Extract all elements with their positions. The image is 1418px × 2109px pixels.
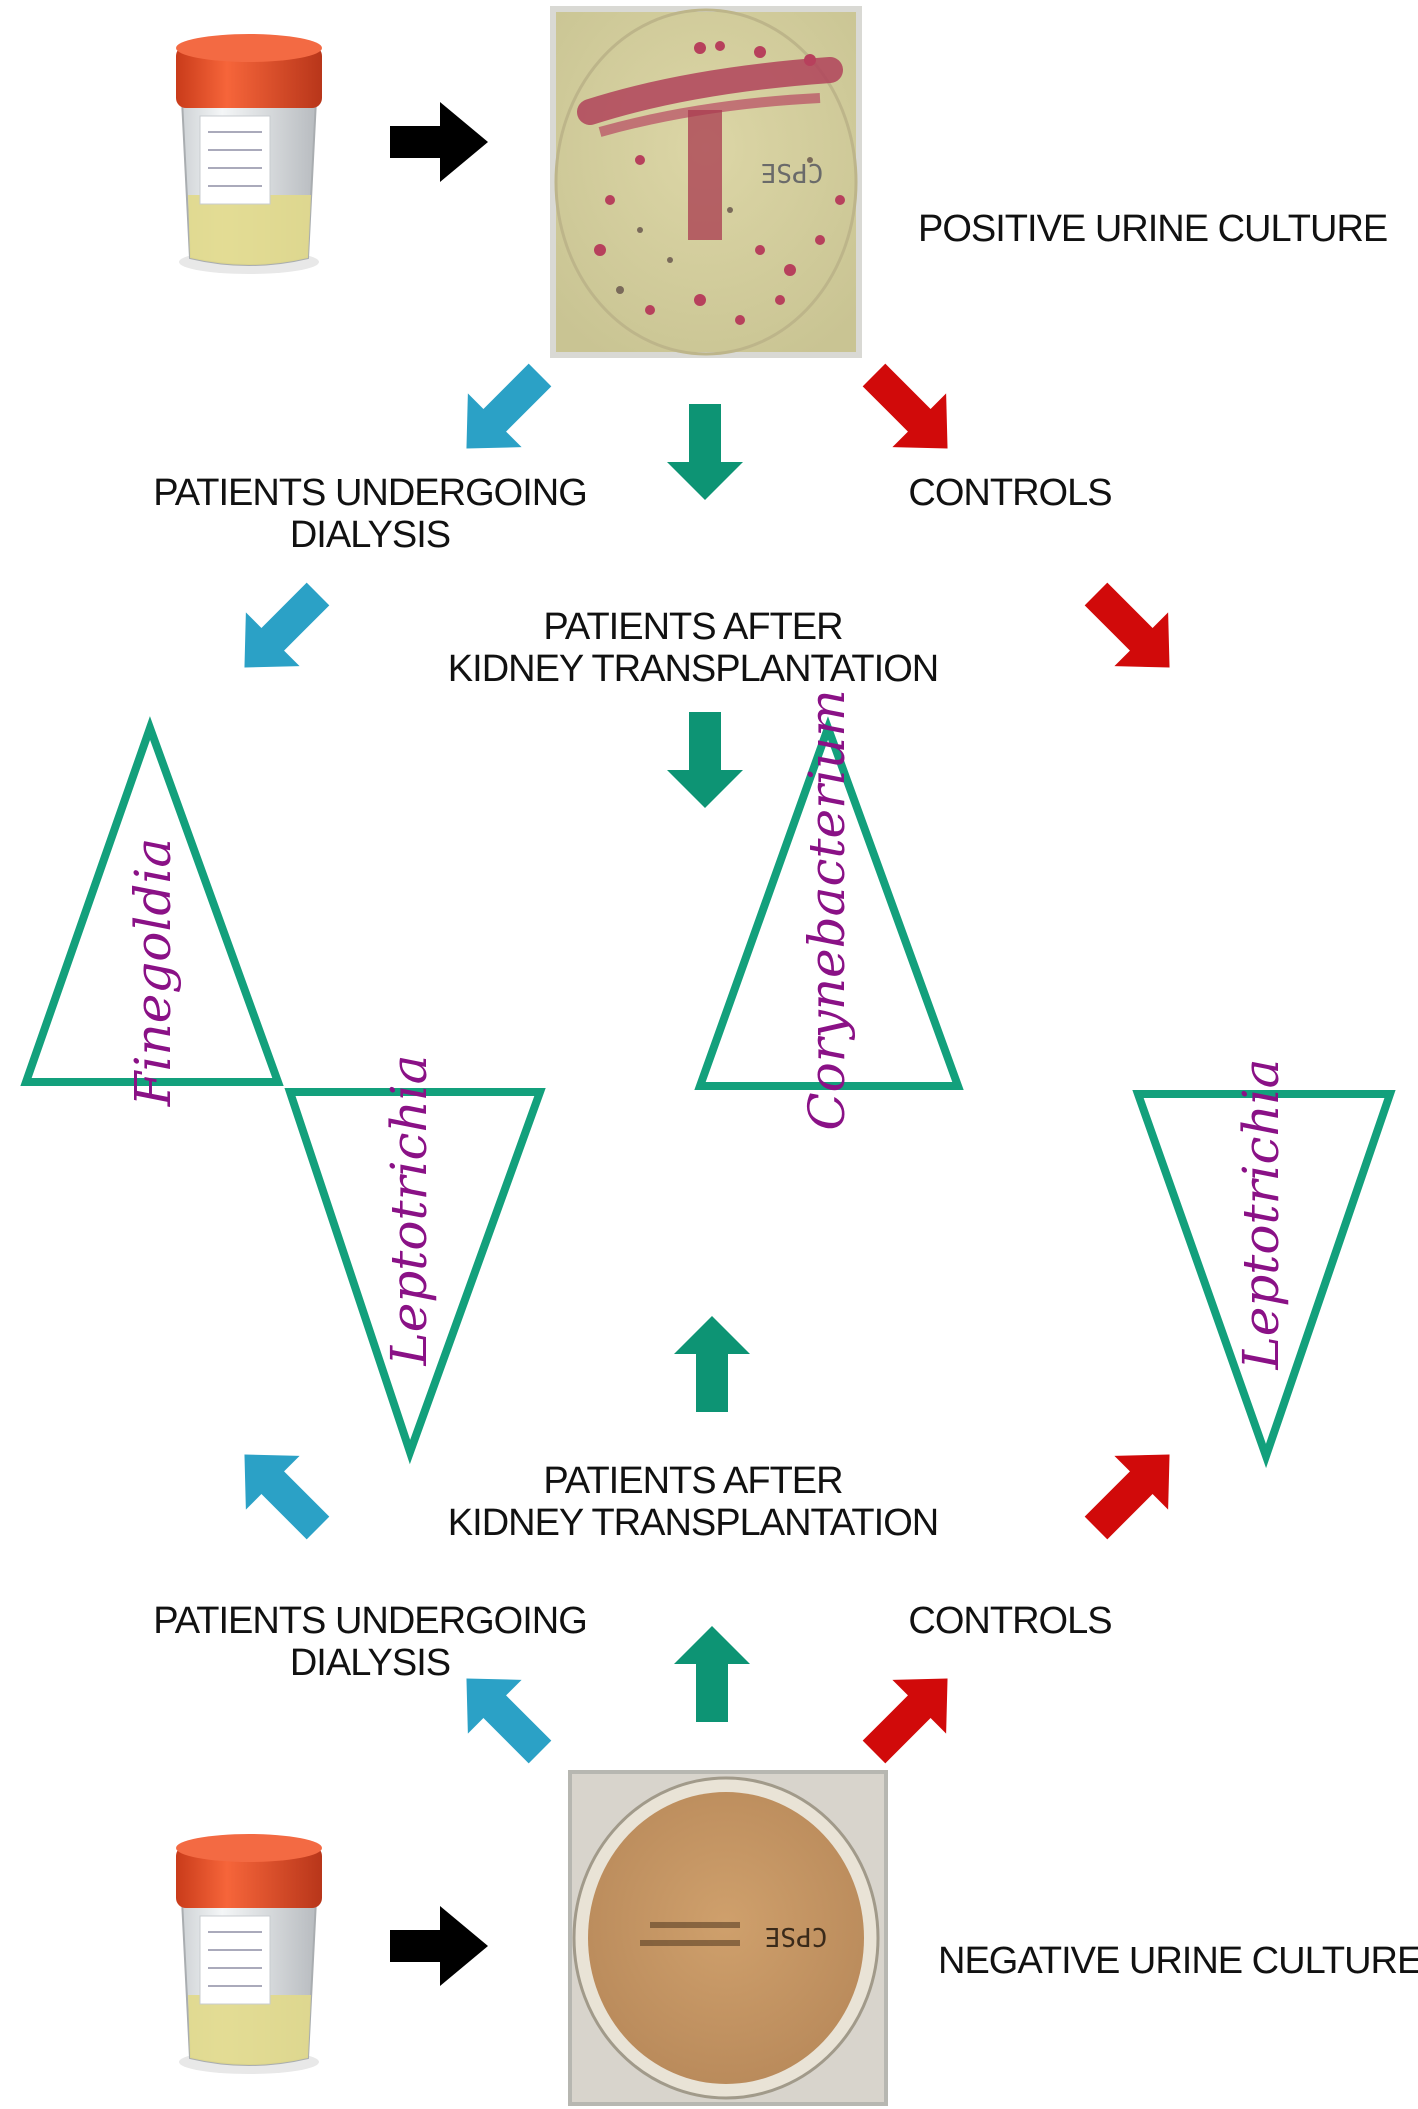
urine-cup-icon-bottom <box>176 1834 322 2074</box>
arrow-icon-green-bottom-1 <box>674 1626 750 1722</box>
arrow-icon-green-bottom-2 <box>674 1316 750 1412</box>
arrow-icon-black-bottom <box>390 1906 488 1986</box>
bottom-transplant-label: PATIENTS AFTER KIDNEY TRANSPLANTATION <box>447 1460 939 1544</box>
culture-plate-icon-positive: CPSE <box>550 6 862 358</box>
arrow-icon-black-top <box>390 102 488 182</box>
triangle-icon-leptotrichia-left: Leptotrichia <box>284 1055 546 1465</box>
arrow-icon-blue-top-2 <box>244 582 330 668</box>
triangle-icon-corynebacterium: Corynebacterium <box>694 689 964 1131</box>
genus-leptotrichia-left: Leptotrichia <box>380 1055 438 1367</box>
arrow-icon-blue-bottom-2 <box>244 1454 330 1540</box>
culture-plate-icon-negative: CPSE <box>568 1770 888 2106</box>
bottom-dialysis-label: PATIENTS UNDERGOING DIALYSIS <box>153 1600 588 1684</box>
top-dialysis-label: PATIENTS UNDERGOING DIALYSIS <box>153 472 588 556</box>
arrow-icon-green-top-1 <box>667 404 743 500</box>
bottom-controls-label: CONTROLS <box>908 1600 1112 1642</box>
top-controls-label: CONTROLS <box>908 472 1112 514</box>
urine-cup-icon-top <box>176 34 322 274</box>
plate-code-bottom: CPSE <box>765 1921 828 1951</box>
genus-corynebacterium: Corynebacterium <box>798 689 856 1130</box>
positive-urine-culture-label: POSITIVE URINE CULTURE <box>918 208 1388 250</box>
genus-leptotrichia-right: Leptotrichia <box>1232 1059 1290 1371</box>
triangle-icon-leptotrichia-right: Leptotrichia <box>1132 1059 1396 1469</box>
top-transplant-label: PATIENTS AFTER KIDNEY TRANSPLANTATION <box>447 606 939 690</box>
triangle-icon-finegoldia: Finegoldia <box>20 716 284 1107</box>
arrow-icon-red-top-1 <box>862 363 948 449</box>
arrow-icon-red-bottom-2 <box>1084 1454 1170 1540</box>
arrow-icon-blue-top-1 <box>466 363 552 449</box>
genus-finegoldia: Finegoldia <box>124 838 182 1107</box>
arrow-icon-green-top-2 <box>667 712 743 808</box>
plate-code-top: CPSE <box>761 157 824 187</box>
arrow-icon-red-bottom-1 <box>862 1678 948 1764</box>
negative-urine-culture-label: NEGATIVE URINE CULTURE <box>938 1940 1418 1982</box>
arrow-icon-red-top-2 <box>1084 582 1170 668</box>
arrow-icon-blue-bottom-1 <box>466 1678 552 1764</box>
